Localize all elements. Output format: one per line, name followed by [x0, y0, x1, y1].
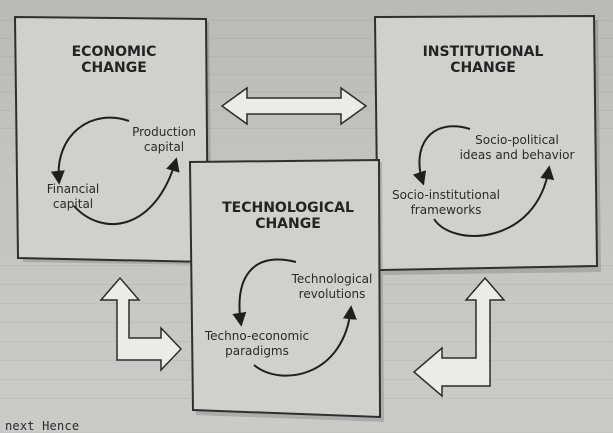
institutional-cycle-label-1-line2: ideas and behavior [460, 148, 575, 162]
technological-title-line2: CHANGE [255, 216, 321, 232]
economic-cycle-label-1-line1: Production [132, 125, 196, 139]
economic-title-line2: CHANGE [81, 60, 147, 76]
background-text-line [0, 56, 613, 57]
technological-cycle-label-2-line1: Techno-economic [204, 329, 309, 343]
technological-change-box [188, 158, 382, 419]
l-arrow-left-icon [99, 276, 183, 372]
institutional-cycle-label-2-line2: frameworks [411, 203, 482, 217]
background-text-line [0, 74, 613, 75]
technological-cycle-arrow-upper [232, 258, 297, 327]
footer-partial-text: next Hence [5, 419, 80, 433]
background-text-line [0, 92, 613, 93]
economic-title-line1: ECONOMIC [72, 44, 157, 60]
background-text-line [0, 128, 613, 129]
l-arrow-right-icon [412, 276, 506, 398]
institutional-cycle-label-1-line1: Socio-political [475, 133, 559, 147]
institutional-cycle-label-2-line1: Socio-institutional [392, 188, 500, 202]
technological-cycle-label-1-line2: revolutions [299, 287, 366, 301]
technological-cycle-label-2-line2: paradigms [225, 344, 289, 358]
economic-cycle-arrow-lower [73, 157, 180, 226]
institutional-title-line1: INSTITUTIONAL [423, 44, 544, 60]
institutional-cycle-arrow-upper [412, 125, 471, 186]
double-arrow-icon [220, 86, 368, 126]
institutional-cycle-arrow-lower [433, 165, 555, 237]
economic-cycle-label-2-line1: Financial [47, 182, 100, 196]
background-text-line [0, 20, 613, 21]
background-text-line [0, 38, 613, 39]
economic-cycle-label-1-line2: capital [144, 140, 184, 154]
economic-cycle-arrow-upper [50, 116, 130, 185]
technological-title-line1: TECHNOLOGICAL [222, 200, 354, 216]
technological-cycle-arrow-lower [253, 305, 357, 377]
institutional-title-line2: CHANGE [450, 60, 516, 76]
technological-cycle-label-1-line1: Technological [291, 272, 373, 286]
economic-cycle-label-2-line2: capital [53, 197, 93, 211]
